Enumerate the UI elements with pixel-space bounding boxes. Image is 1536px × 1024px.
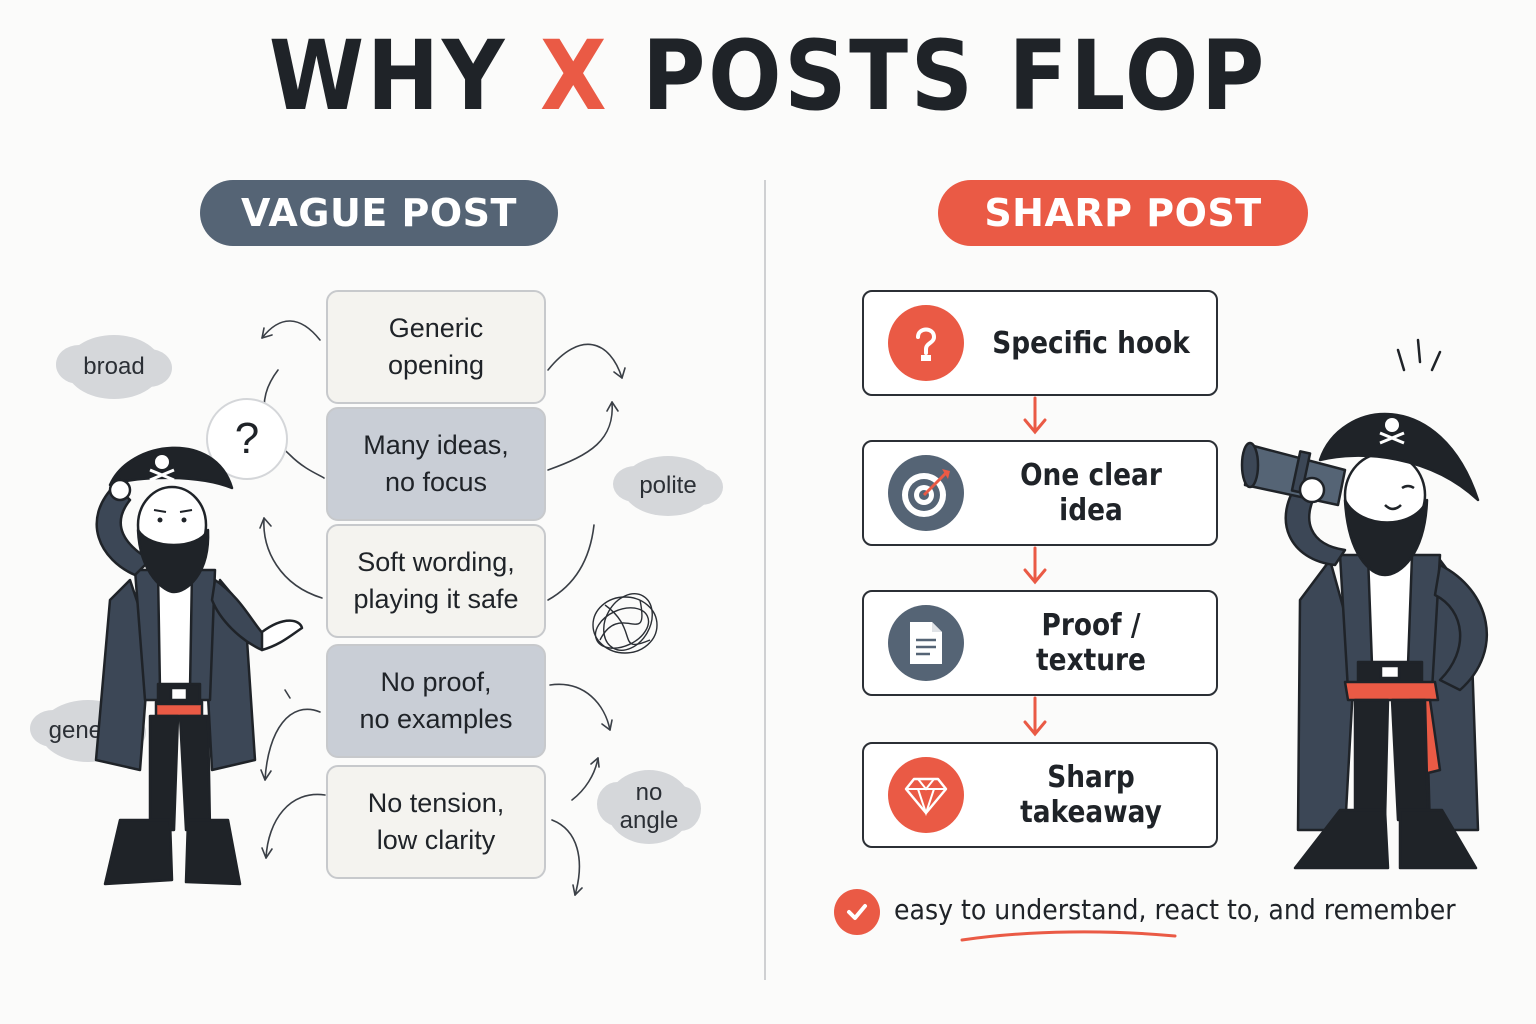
sharp-step-3: Proof / texture: [862, 590, 1218, 696]
tangle-scribble: [592, 593, 658, 654]
sharp-step-2: One clear idea: [862, 440, 1218, 546]
page-title: WHY X POSTS FLOP: [77, 28, 1459, 124]
diamond-icon: [888, 757, 964, 833]
sharp-step-label: Sharp takeaway: [1020, 760, 1162, 830]
title-suffix: POSTS FLOP: [642, 20, 1268, 132]
check-icon: [834, 889, 880, 935]
sharp-step-4: Sharp takeaway: [862, 742, 1218, 848]
title-prefix: WHY: [268, 20, 508, 132]
vague-post-label: VAGUE POST: [200, 180, 558, 246]
sharp-step-label: One clear idea: [1020, 458, 1162, 528]
vague-step-2: Many ideas, no focus: [326, 407, 546, 521]
vague-step-4: No proof, no examples: [326, 644, 546, 758]
vague-step-5: No tension, low clarity: [326, 765, 546, 879]
footer-summary: easy to understand, react to, and rememb…: [894, 893, 1456, 926]
target-icon: [888, 455, 964, 531]
sharp-post-label: SHARP POST: [938, 180, 1308, 246]
sharp-step-label: Specific hook: [992, 325, 1190, 361]
cloud-no-angle: no angle: [597, 770, 701, 844]
vague-step-1: Generic opening: [326, 290, 546, 404]
sharp-step-label: Proof / texture: [1036, 608, 1146, 678]
footer-underline: [960, 930, 1177, 942]
center-divider: [764, 180, 766, 980]
document-icon: [888, 605, 964, 681]
title-highlight: X: [539, 20, 610, 132]
hook-icon: [888, 305, 964, 381]
sharp-step-1: Specific hook: [862, 290, 1218, 396]
vague-step-3: Soft wording, playing it safe: [326, 524, 546, 638]
